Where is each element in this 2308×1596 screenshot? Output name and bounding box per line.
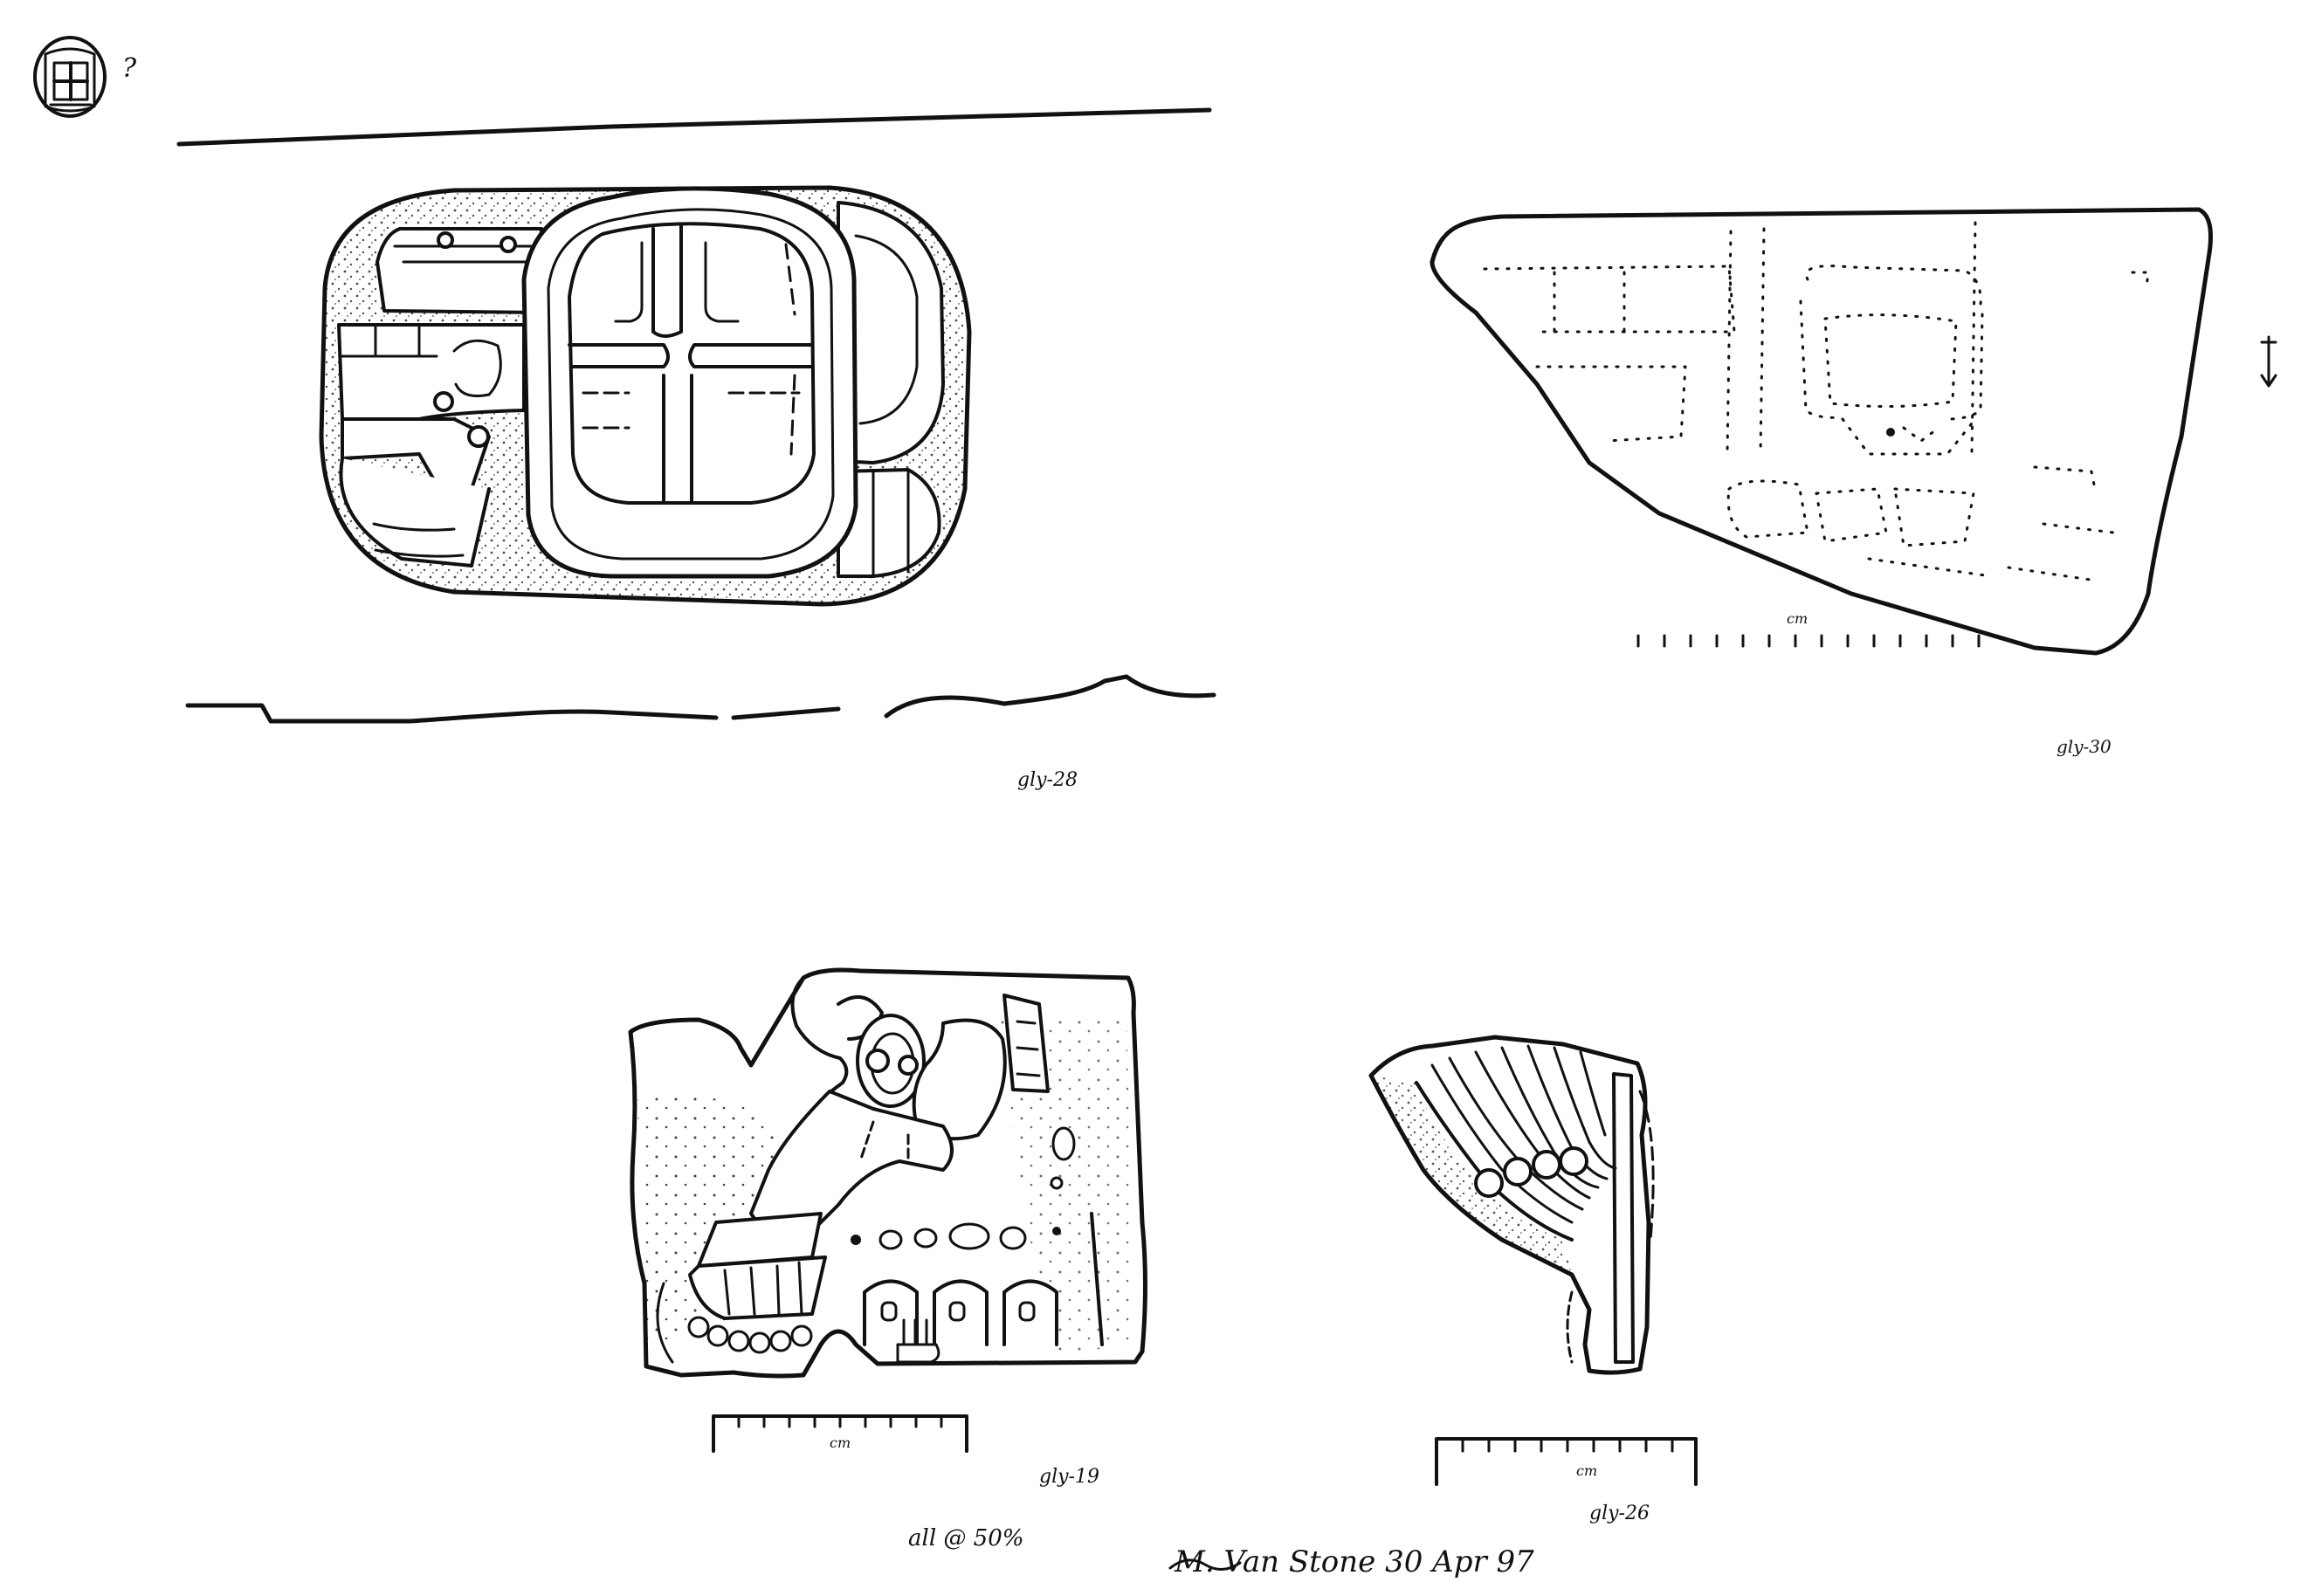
reference-glyph bbox=[33, 36, 107, 118]
fragment-glyph-30 bbox=[1430, 207, 2277, 656]
artist-signature: M. Van Stone 30 Apr 97 bbox=[1174, 1544, 1534, 1579]
label-glyph-19: gly-19 bbox=[1039, 1466, 1099, 1488]
scale-unit-glyph-26: cm bbox=[1576, 1462, 1597, 1479]
reference-query-mark: ? bbox=[122, 53, 137, 84]
label-glyph-26: gly-26 bbox=[1589, 1503, 1650, 1524]
fragment-glyph-26 bbox=[1368, 1035, 1698, 1486]
label-glyph-30: gly-30 bbox=[2057, 736, 2112, 757]
fragment-glyph-19 bbox=[628, 967, 1147, 1453]
signature-stroke bbox=[1168, 1558, 1242, 1571]
label-glyph-28: gly-28 bbox=[1017, 769, 1078, 791]
scale-unit-glyph-30: cm bbox=[1787, 610, 1808, 627]
scale-note: all @ 50% bbox=[908, 1525, 1023, 1551]
up-down-arrow-icon bbox=[2260, 335, 2277, 388]
scale-unit-glyph-19: cm bbox=[830, 1434, 851, 1451]
fragment-glyph-28 bbox=[176, 107, 1216, 724]
